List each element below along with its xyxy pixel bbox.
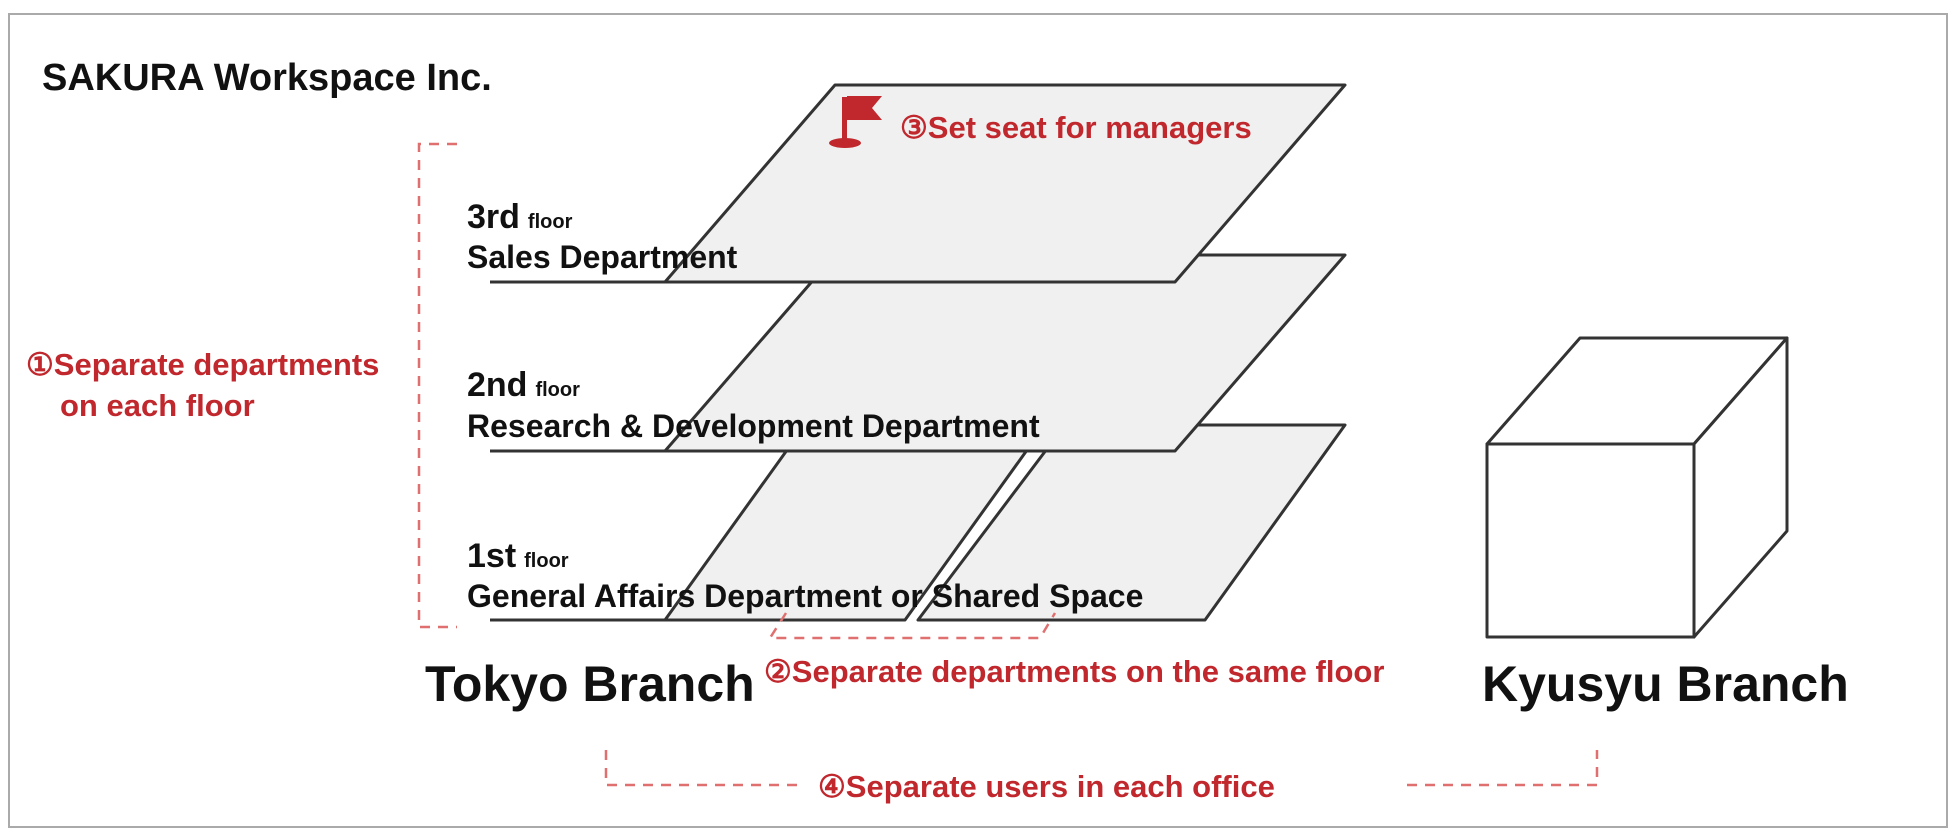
floor-1-label: 1st floor General Affairs Department or S… (467, 537, 1143, 614)
floor-3-plate (663, 83, 1347, 284)
floor-2-plate (663, 253, 1347, 453)
flag-icon (829, 96, 882, 148)
floor-3-label: 3rd floor Sales Department (467, 198, 738, 275)
tokyo-branch-label: Tokyo Branch (425, 656, 755, 712)
floor-3-plates (490, 83, 1347, 284)
kyusyu-branch-label: Kyusyu Branch (1482, 656, 1849, 712)
floor-2-department: Research & Development Department (467, 408, 1040, 444)
floor-2-number: 2nd (467, 366, 527, 404)
floor-3-suffix: floor (528, 211, 573, 233)
cube-front-face (1485, 442, 1696, 639)
diagram-frame (8, 13, 1948, 828)
note-separate-floors-line1: ①Separate departments (26, 347, 379, 382)
floor-1-plates (490, 423, 1347, 622)
note-separate-users-office: ④Separate users in each office (818, 769, 1275, 804)
bracket-same-floor (767, 612, 1057, 640)
floor-1-number: 1st (467, 537, 516, 575)
floor-1-suffix: floor (524, 550, 569, 572)
floor-1-plate-right (916, 423, 1347, 622)
note-separate-same-floor: ②Separate departments on the same floor (764, 654, 1384, 689)
note-separate-floors-line2: on each floor (60, 388, 255, 423)
floor-2-label: 2nd floor Research & Development Departme… (467, 366, 1040, 444)
floor-2-plates (490, 253, 1347, 453)
note-set-seat-managers: ③Set seat for managers (900, 110, 1252, 145)
floor-2-suffix: floor (535, 379, 580, 401)
bracket-offices-right (1407, 750, 1599, 787)
floor-3-number: 3rd (467, 198, 520, 236)
floor-1-department: General Affairs Department or Shared Spa… (467, 578, 1143, 614)
bracket-offices-left (604, 750, 800, 787)
bracket-floors (417, 142, 457, 629)
company-title: SAKURA Workspace Inc. (42, 57, 492, 99)
kyusyu-building (1485, 336, 1789, 639)
floor-3-department: Sales Department (467, 239, 738, 275)
